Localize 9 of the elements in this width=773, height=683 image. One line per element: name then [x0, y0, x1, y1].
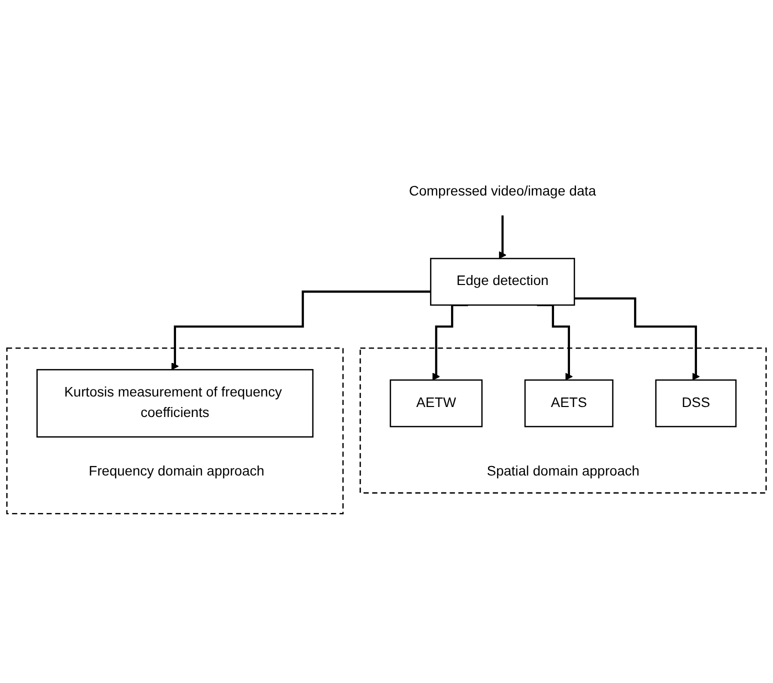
node-box: AETS	[524, 380, 614, 428]
arrow	[171, 290, 431, 370]
node-box: DSS	[655, 380, 737, 428]
node-box: Kurtosis measurement of frequency coefficients	[36, 369, 314, 438]
arrow	[498, 214, 506, 260]
node-text: Compressed video/image data	[409, 184, 596, 200]
node-box: AETW	[390, 380, 483, 428]
node-box: Edge detection	[430, 258, 576, 306]
arrow	[574, 298, 700, 381]
